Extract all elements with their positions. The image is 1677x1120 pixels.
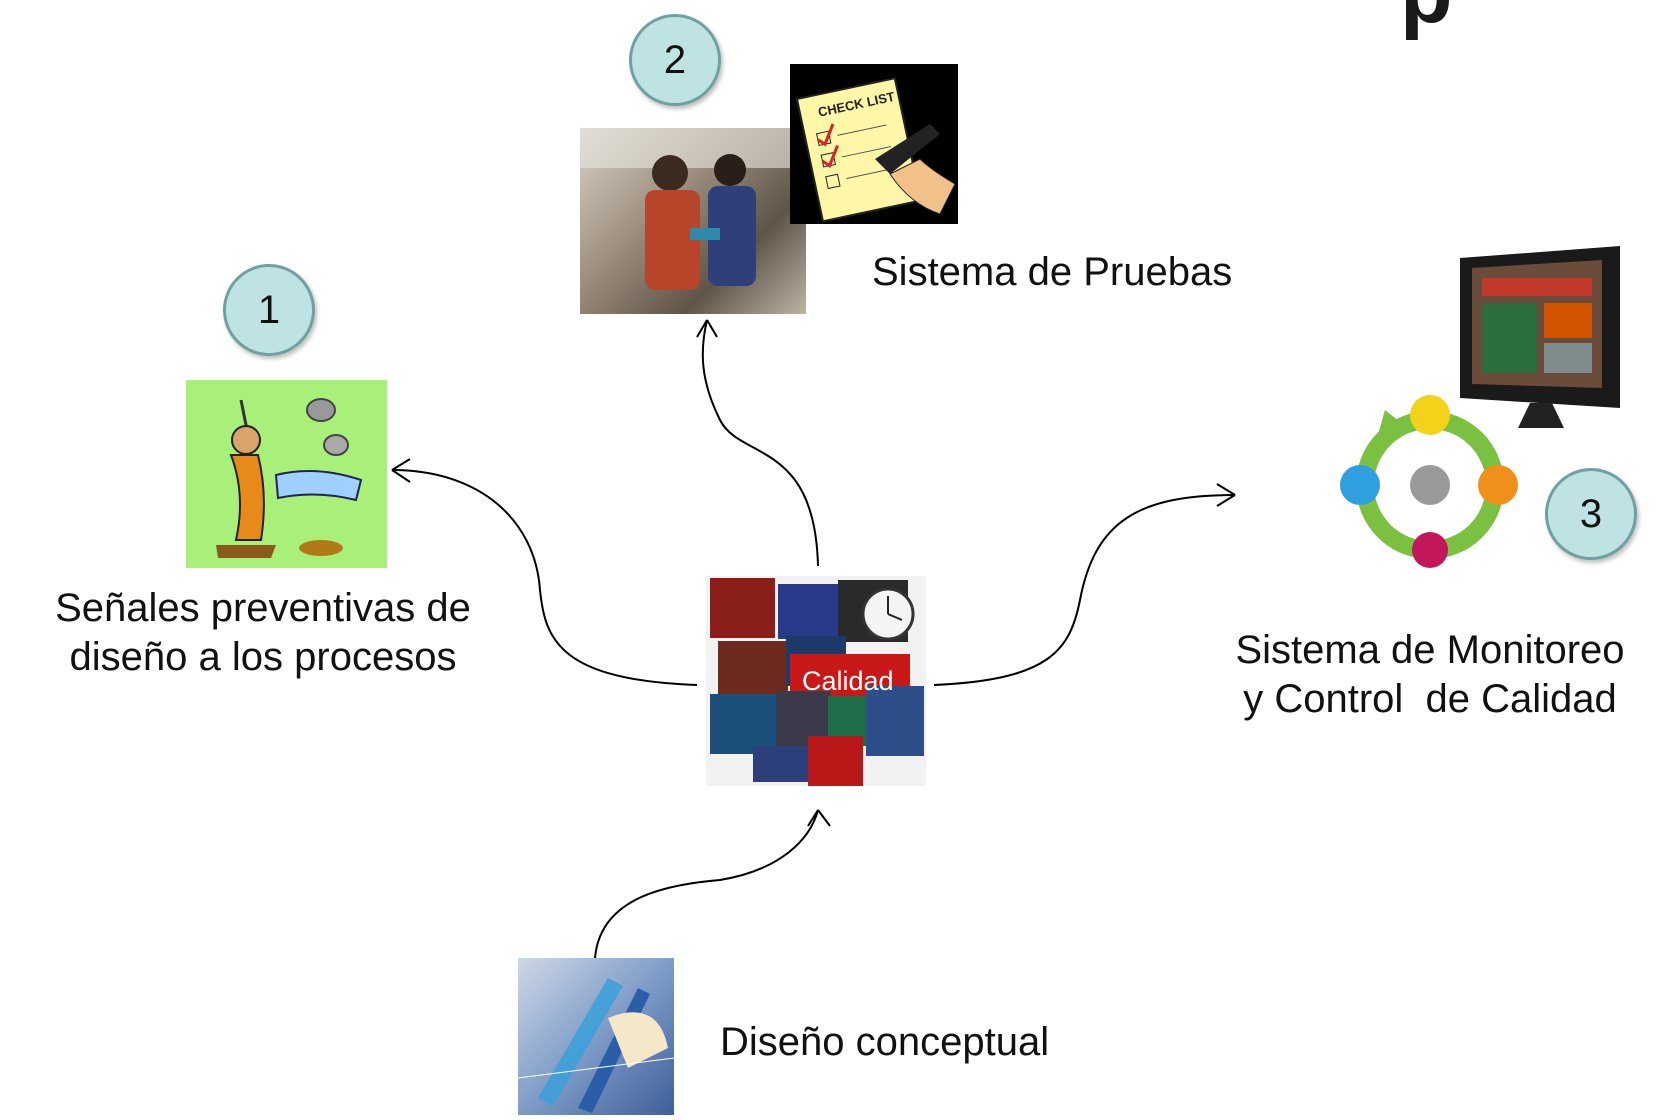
arrow-to-monitor — [933, 494, 1236, 686]
signals-label-line2: diseño a los procesos — [69, 634, 457, 679]
calidad-collage: Calidad — [698, 566, 934, 792]
checklist-illustration: CHECK LIST — [795, 77, 956, 223]
drafting-illustration — [517, 978, 675, 1113]
signals-label: Señales preventivas de diseño a los proc… — [8, 584, 518, 682]
monitor-label-line2: y Control de Calidad — [1243, 676, 1617, 721]
arrow-to-signals — [391, 469, 698, 686]
tests-label: Sistema de Pruebas — [872, 250, 1233, 294]
step-badge-2: 2 — [629, 14, 721, 106]
slide-title-fragment: p — [1400, 0, 1453, 43]
monitor-illustration — [1460, 246, 1620, 428]
people-illustration — [580, 128, 806, 290]
monitor-label-line1: Sistema de Monitoreo — [1235, 628, 1625, 672]
step-badge-1: 1 — [223, 264, 315, 356]
design-drawing-image — [517, 958, 675, 1115]
step-badge-3: 3 — [1545, 468, 1637, 560]
arrow-to-tests — [701, 319, 819, 567]
arrow-from-design — [594, 809, 819, 959]
calidad-collage-illustration: Calidad — [706, 576, 926, 786]
cartoon-signals-image — [186, 380, 387, 568]
cycle-illustration — [1340, 395, 1518, 568]
checklist-image: CHECK LIST — [790, 64, 958, 224]
smoke-signal-illustration — [216, 398, 363, 558]
monitor-label: Sistema de Monitoreo y Control de Calida… — [1190, 626, 1670, 724]
calidad-label: Calidad — [802, 666, 894, 696]
signals-label-line1: Señales preventivas de — [55, 586, 471, 630]
cycle-diagram-image — [1330, 390, 1530, 570]
design-label: Diseño conceptual — [720, 1020, 1050, 1064]
people-photo — [580, 128, 806, 314]
monitor-image — [1452, 238, 1628, 438]
